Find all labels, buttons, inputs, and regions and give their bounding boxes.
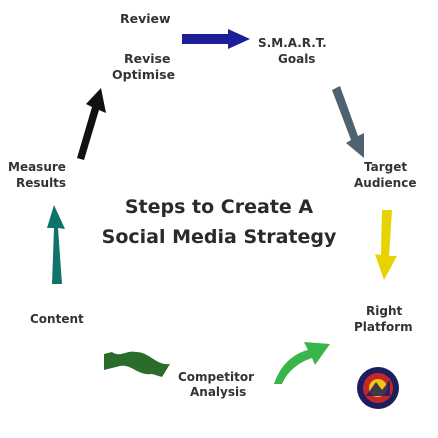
step-target-label: Target xyxy=(364,160,408,174)
title-line-1: Steps to Create A xyxy=(124,196,314,218)
arrow-goals-to-target xyxy=(332,86,364,158)
arrow-analysis-to-content xyxy=(104,351,170,377)
step-optimise-label: Optimise xyxy=(112,67,176,82)
arrow-review-to-goals xyxy=(182,29,250,49)
step-audience-label: Audience xyxy=(354,176,417,190)
step-platform-label: Platform xyxy=(354,320,413,334)
arrow-platform-to-analysis xyxy=(274,342,330,384)
step-right-label: Right xyxy=(366,304,403,318)
social-media-logo-icon xyxy=(357,367,399,409)
arrow-content-to-measure xyxy=(47,205,65,284)
step-content-label: Content xyxy=(30,312,84,326)
step-measure-label: Measure xyxy=(8,160,66,174)
step-results-label: Results xyxy=(16,176,67,190)
step-goals-label: Goals xyxy=(278,52,316,66)
step-review-label: Review xyxy=(120,11,171,26)
step-competitor-label: Competitor xyxy=(178,370,255,384)
arrow-audience-to-platform xyxy=(375,210,397,280)
arrow-measure-to-optimise xyxy=(77,88,106,160)
step-smart-label: S.M.A.R.T. xyxy=(258,36,327,50)
step-revise-label: Revise xyxy=(124,51,171,66)
step-analysis-label: Analysis xyxy=(190,385,247,399)
title-line-2: Social Media Strategy xyxy=(101,226,337,248)
